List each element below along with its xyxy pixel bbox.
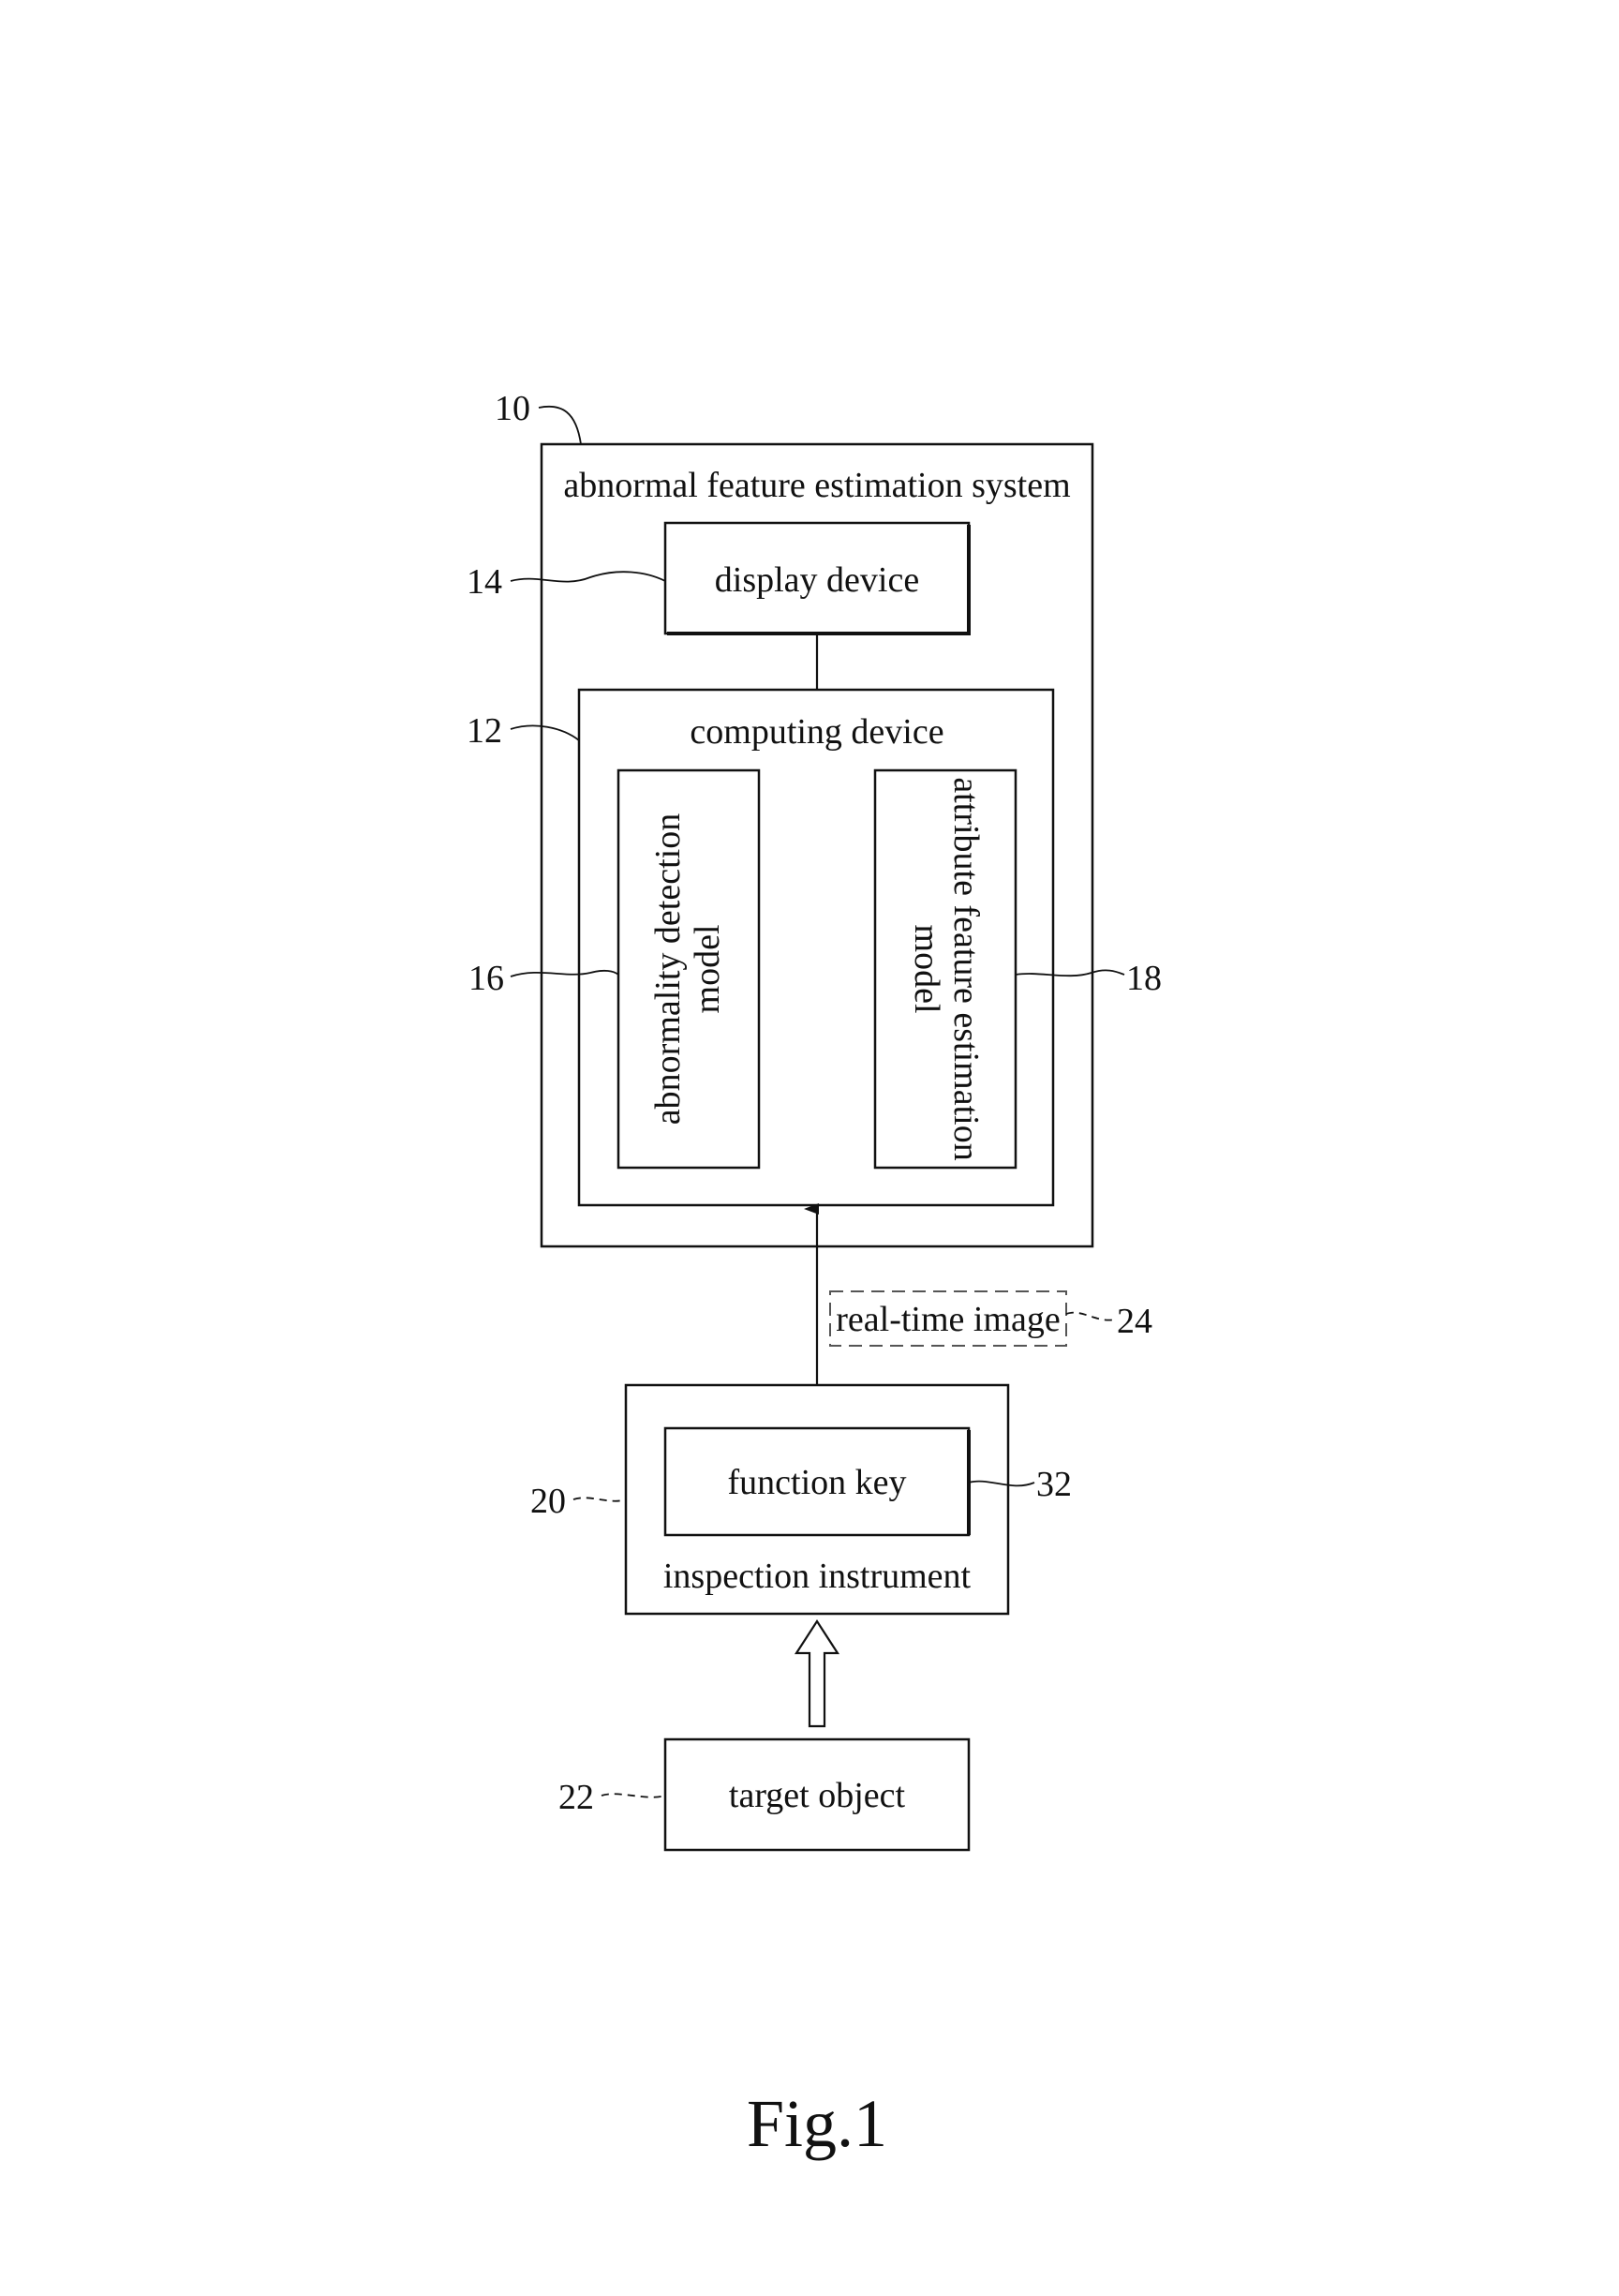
realtime-image-label: real-time image <box>836 1300 1061 1339</box>
ref-24-group: 24 <box>1065 1302 1152 1341</box>
attribute-model-label-line2: model <box>907 925 946 1014</box>
ref-20-leader <box>572 1497 627 1502</box>
abnormality-model-label-line2: model <box>688 925 727 1014</box>
display-device-box <box>663 521 971 635</box>
realtime-image-box <box>829 1290 1067 1347</box>
hollow-up-arrow <box>794 1618 840 1728</box>
ref-20-group: 20 <box>530 1482 627 1521</box>
ref-10: 10 <box>495 389 530 428</box>
abnormality-model-box <box>616 768 761 1170</box>
function-key-box <box>663 1426 971 1537</box>
ref-22-group: 22 <box>558 1778 666 1817</box>
system-label: abnormal feature estimation system <box>563 466 1070 505</box>
ref-22: 22 <box>558 1778 594 1817</box>
abnormality-model-block: abnormality detection model <box>616 768 761 1170</box>
realtime-image-block: real-time image <box>829 1290 1067 1347</box>
ref-24-leader <box>1065 1311 1116 1321</box>
ref-10-leader <box>538 406 582 445</box>
ref-12: 12 <box>467 711 502 751</box>
ref-12-group: 12 <box>467 711 580 751</box>
function-key-block: function key <box>663 1426 971 1537</box>
attribute-model-box <box>873 768 1017 1170</box>
attribute-model-text: attribute feature estimation model <box>907 777 986 1160</box>
target-object-box <box>663 1737 971 1852</box>
ref-20: 20 <box>530 1482 566 1521</box>
inspection-instrument-label: inspection instrument <box>663 1557 972 1596</box>
ref-12-leader <box>510 724 580 741</box>
figure-caption: Fig.1 <box>747 2086 887 2161</box>
ref-22-leader <box>601 1793 666 1798</box>
ref-14-group: 14 <box>467 562 666 602</box>
ref-32: 32 <box>1036 1465 1072 1504</box>
abnormality-model-label-line1: abnormality detection <box>648 813 688 1125</box>
ref-18: 18 <box>1126 959 1162 998</box>
ref-14-leader <box>510 571 666 583</box>
ref-14: 14 <box>467 562 502 602</box>
attribute-model-block: attribute feature estimation model <box>873 768 1017 1170</box>
ref-32-leader <box>968 1480 1035 1487</box>
computing-device-label: computing device <box>690 712 943 752</box>
ref-32-group: 32 <box>968 1465 1072 1504</box>
ref-16-group: 16 <box>468 959 619 998</box>
display-device-label: display device <box>715 560 919 600</box>
attribute-model-label-line1: attribute feature estimation <box>946 777 986 1160</box>
ref-18-group: 18 <box>1015 959 1162 998</box>
display-device-block: display device <box>663 521 971 635</box>
ref-10-group: 10 <box>495 389 582 445</box>
function-key-label: function key <box>727 1463 906 1502</box>
abnormality-model-text: abnormality detection model <box>648 813 727 1125</box>
target-object-label: target object <box>729 1776 906 1815</box>
ref-18-leader <box>1015 969 1125 977</box>
ref-16: 16 <box>468 959 504 998</box>
target-object-block: target object <box>663 1737 971 1852</box>
ref-24: 24 <box>1117 1302 1152 1341</box>
ref-16-leader <box>510 969 619 977</box>
